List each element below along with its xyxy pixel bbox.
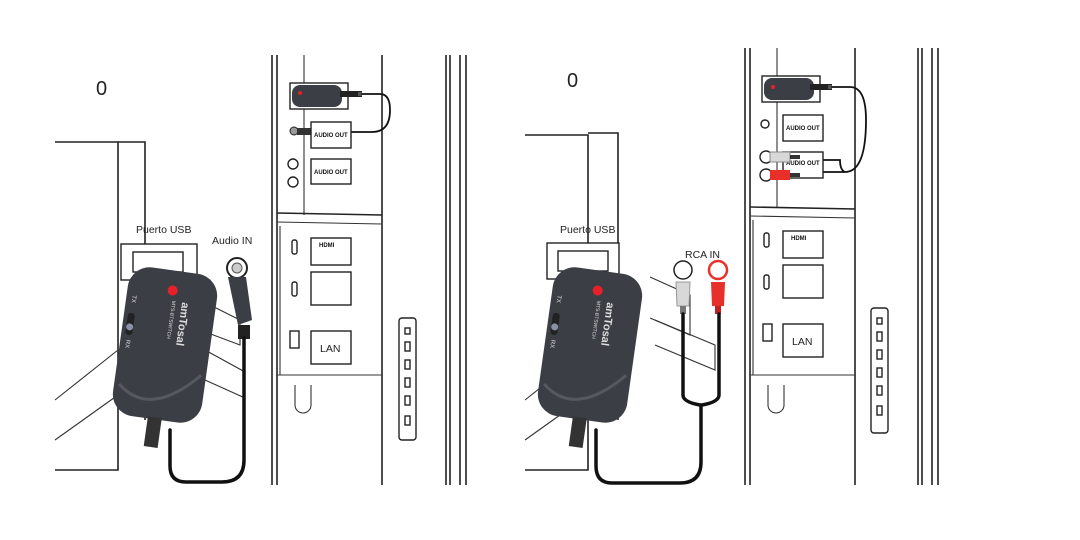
- led-indicator: [167, 285, 178, 296]
- hdmi-port-box: [310, 237, 352, 266]
- model-label: MTS-BTSWITCH: [590, 300, 601, 339]
- model-label: MTS-BTSWITCH: [165, 300, 176, 339]
- hdmi-slot-2: [291, 281, 298, 297]
- panel-mark: 0: [96, 78, 107, 100]
- panel-rca-in: 0: [524, 48, 939, 485]
- hdmi-slot-2: [763, 274, 770, 290]
- rca-output-cable: [799, 86, 867, 173]
- hdmi-port-box: [782, 230, 824, 259]
- bluetooth-dongle-tv: [761, 75, 832, 103]
- led-indicator: [592, 285, 603, 296]
- audio-in-label: Audio IN: [212, 235, 252, 247]
- audio-out-label-1: AUDIO OUT: [786, 126, 820, 132]
- hdmi-label: HDMI: [319, 243, 335, 249]
- lan-port-box: [782, 323, 824, 358]
- tx-label: TX: [555, 295, 562, 303]
- rca-cable: [594, 312, 721, 485]
- audio-out-port-1: [310, 121, 352, 149]
- audio-out-label-1: AUDIO OUT: [314, 133, 348, 139]
- optical-port-box: [782, 264, 824, 299]
- panel-audio-in: 0: [54, 55, 467, 485]
- lan-label: LAN: [792, 336, 812, 348]
- audio-cable: [168, 336, 246, 484]
- usb-slot: [557, 250, 609, 272]
- tx-label: TX: [130, 295, 137, 303]
- bluetooth-transceiver: amTosal MTS-BTSWITCH TX RX: [112, 267, 218, 448]
- panel-mark: 0: [567, 70, 578, 92]
- lan-slot: [762, 323, 773, 342]
- optical-port-box: [310, 271, 352, 306]
- usb-port-label: Puerto USB: [560, 224, 615, 236]
- side-button-strip: [870, 307, 889, 434]
- lan-slot: [289, 330, 300, 349]
- audio-jack-l: [287, 158, 299, 170]
- lan-label: LAN: [320, 343, 340, 355]
- rx-label: RX: [548, 339, 555, 348]
- side-button-strip: [398, 317, 417, 441]
- rca-in-label: RCA IN: [685, 249, 720, 261]
- hdmi-slot-1: [291, 239, 298, 255]
- audio-out-port-2: [310, 158, 352, 185]
- aux-cable: [329, 93, 391, 133]
- rca-in-plugs: [673, 259, 729, 314]
- audio-out-label-2: AUDIO OUT: [786, 161, 820, 167]
- hdmi-slot-1: [763, 232, 770, 248]
- hdmi-label: HDMI: [791, 236, 807, 242]
- audio-jack: [760, 119, 770, 129]
- audio-jack-r: [287, 176, 299, 188]
- usb-port-label: Puerto USB: [136, 224, 191, 236]
- bluetooth-transceiver: amTosal MTS-BTSWITCH TX RX: [537, 267, 643, 448]
- audio-out-label-2: AUDIO OUT: [314, 170, 348, 176]
- audio-out-port-1: [782, 114, 824, 142]
- lan-port-box: [310, 330, 352, 365]
- audio-in-jack: [226, 257, 252, 339]
- tv-port-panel: [744, 48, 939, 485]
- rca-out-plugs: [759, 150, 800, 182]
- rx-label: RX: [123, 339, 130, 348]
- bluetooth-dongle-tv: [289, 82, 362, 110]
- tv-port-panel: [271, 55, 467, 485]
